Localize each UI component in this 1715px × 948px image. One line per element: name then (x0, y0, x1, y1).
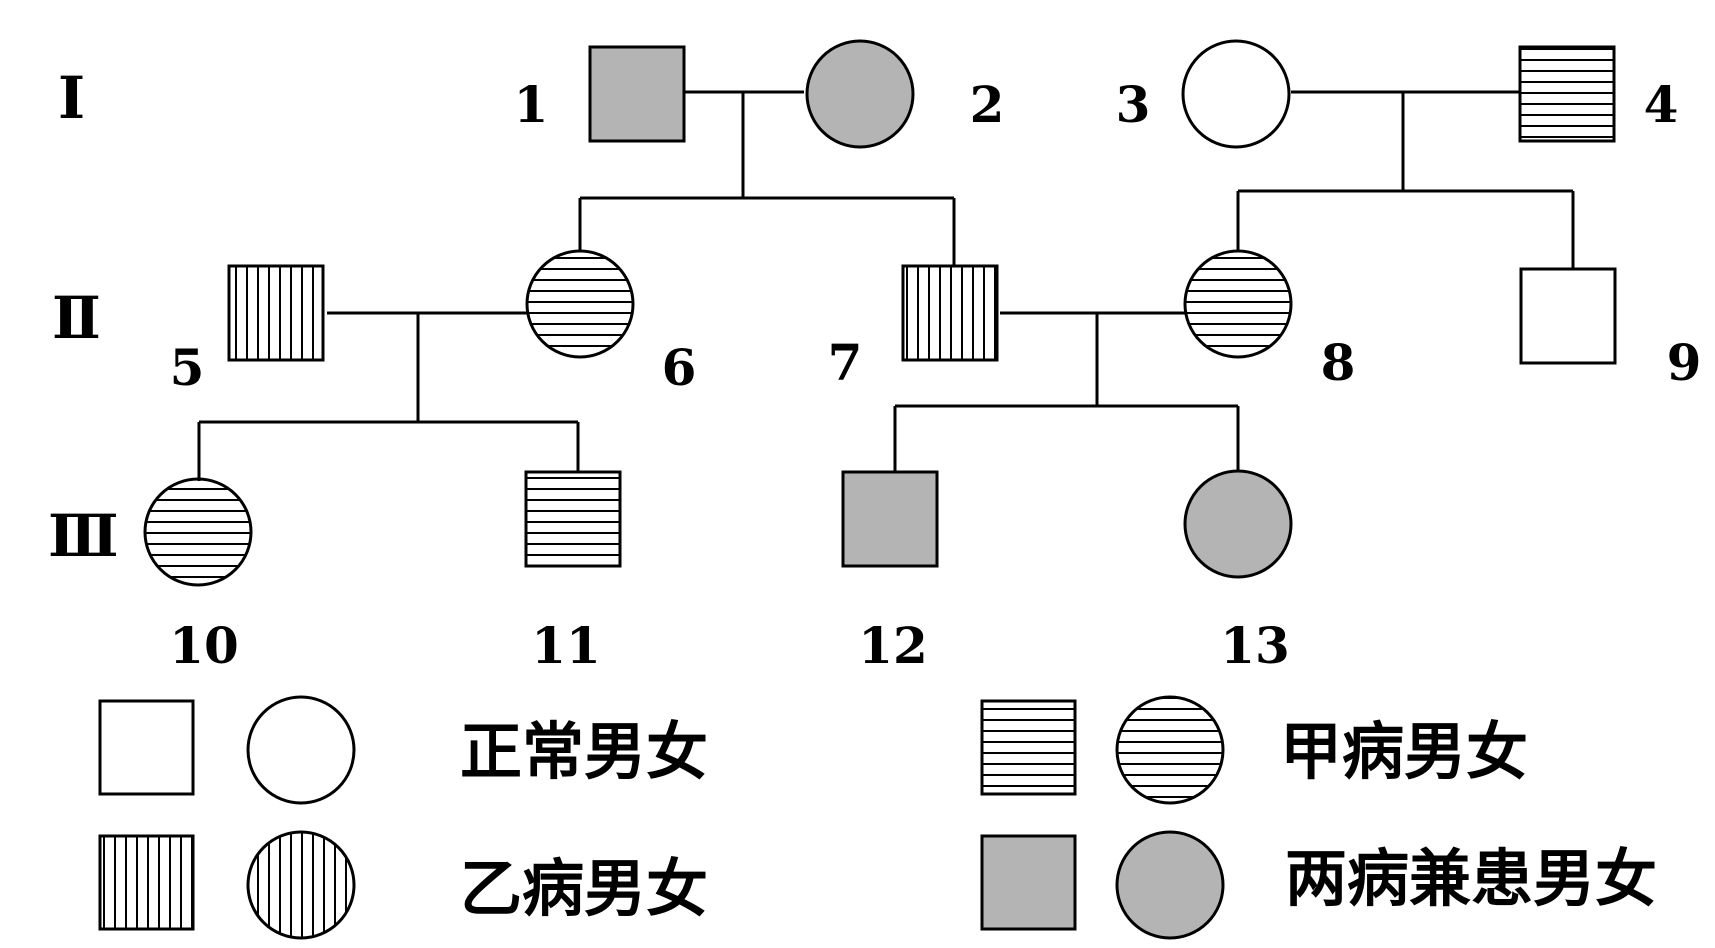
individual-2-female-symbol (805, 39, 915, 149)
individual-7-male-symbol (901, 264, 999, 362)
individual-label-5: 5 (170, 338, 205, 397)
individual-label-11: 11 (531, 616, 601, 675)
individual-label-13: 13 (1220, 616, 1290, 675)
legend-jia-label: 甲病男女 (1280, 715, 1528, 788)
legend-both-female-symbol (1115, 830, 1225, 940)
individual-label-3: 3 (1116, 75, 1151, 134)
legend-yi-label: 乙病男女 (460, 852, 708, 925)
generation-label-1: Ⅰ (58, 64, 85, 132)
individual-13-female-symbol (1183, 469, 1293, 579)
generation-label-2: Ⅱ (52, 284, 101, 352)
legend-yi-female-symbol (246, 830, 356, 940)
individual-4-male-symbol (1518, 45, 1616, 143)
legend-jia-female-symbol (1115, 695, 1225, 805)
individual-label-7: 7 (828, 333, 863, 392)
individual-label-8: 8 (1321, 333, 1356, 392)
legend-normal-female-symbol (246, 695, 356, 805)
individual-3-female-symbol (1181, 39, 1291, 149)
legend-both-label: 两病兼患男女 (1285, 842, 1657, 915)
generation-label-3: Ⅲ (48, 502, 119, 570)
individual-label-6: 6 (662, 338, 697, 397)
individuals (143, 39, 1617, 587)
individual-10-female-symbol (143, 477, 253, 587)
individual-label-10: 10 (169, 616, 239, 675)
individual-label-12: 12 (858, 616, 928, 675)
legend: 正常男女 甲病男女 乙病男女 两病兼患男女 (98, 695, 1657, 940)
legend-yi-male-symbol (98, 834, 195, 931)
individual-12-male-symbol (841, 470, 939, 568)
individual-5-male-symbol (227, 264, 325, 362)
individual-11-male-symbol (524, 470, 622, 568)
individual-1-male-symbol (588, 45, 686, 143)
connection-lines (197, 90, 1575, 481)
legend-normal-label: 正常男女 (460, 715, 708, 788)
individual-label-1: 1 (514, 75, 549, 134)
individual-label-9: 9 (1667, 333, 1702, 392)
individual-8-female-symbol (1183, 249, 1293, 359)
legend-both-male-symbol (980, 834, 1077, 931)
legend-jia-male-symbol (980, 699, 1077, 796)
individual-6-female-symbol (525, 249, 635, 359)
legend-normal-male-symbol (98, 699, 195, 796)
individual-9-male-symbol (1519, 267, 1617, 365)
individual-label-2: 2 (970, 75, 1005, 134)
individual-label-4: 4 (1644, 75, 1679, 134)
